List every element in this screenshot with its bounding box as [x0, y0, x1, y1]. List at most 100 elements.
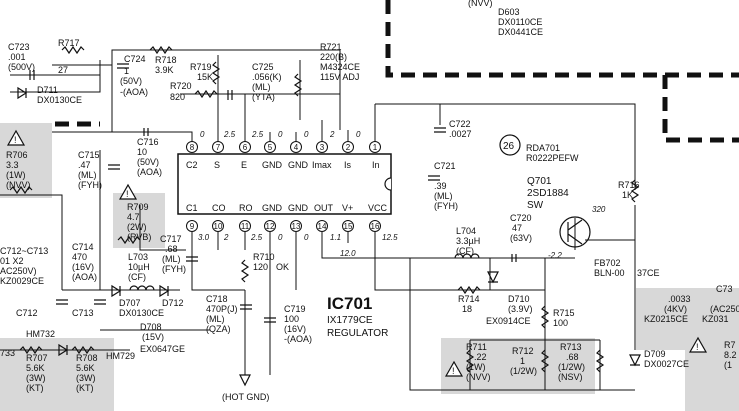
svg-text:14: 14 — [318, 222, 327, 231]
svg-text:3.0: 3.0 — [198, 233, 210, 242]
svg-text:9: 9 — [190, 222, 195, 231]
svg-text:C712~C713: C712~C713 — [0, 246, 48, 256]
svg-text:R707: R707 — [26, 353, 48, 363]
svg-text:R720: R720 — [170, 81, 192, 91]
svg-text:4.7: 4.7 — [127, 212, 140, 222]
svg-text:2.5: 2.5 — [251, 130, 264, 139]
ic-function: REGULATOR — [327, 328, 388, 339]
svg-text:KZ0029CE: KZ0029CE — [0, 276, 44, 286]
svg-text:KZ031: KZ031 — [702, 314, 729, 324]
svg-text:L703: L703 — [128, 252, 148, 262]
svg-text:C723: C723 — [8, 42, 30, 52]
svg-text:C712: C712 — [16, 308, 38, 318]
svg-text:0: 0 — [304, 233, 309, 242]
svg-text:DX0027CE: DX0027CE — [644, 359, 689, 369]
svg-text:DX0130CE: DX0130CE — [37, 95, 82, 105]
svg-text:D710: D710 — [508, 294, 530, 304]
svg-text:(AC250V: (AC250V — [710, 304, 739, 314]
svg-text:R710: R710 — [253, 252, 275, 262]
labels-top-left: C723 .001 (500V) R717 27 D711 DX0130CE C… — [8, 38, 360, 105]
svg-text:DX0130CE: DX0130CE — [119, 308, 164, 318]
svg-text:DX0441CE: DX0441CE — [498, 27, 543, 37]
svg-text:10µH: 10µH — [128, 262, 150, 272]
shade-r711-r713 — [441, 338, 595, 394]
svg-text:C720: C720 — [510, 213, 532, 223]
svg-text:(AOA): (AOA) — [72, 272, 97, 282]
svg-text:FB702: FB702 — [594, 258, 621, 268]
svg-text:Is: Is — [344, 160, 352, 170]
svg-text:E: E — [241, 160, 247, 170]
svg-text:(KT): (KT) — [26, 383, 44, 393]
svg-text:(NVV): (NVV) — [6, 180, 31, 190]
svg-text:2.5: 2.5 — [250, 233, 263, 242]
svg-text:1.1: 1.1 — [330, 233, 341, 242]
svg-text:(1/2W): (1/2W) — [558, 362, 585, 372]
svg-text:C715: C715 — [78, 150, 100, 160]
svg-text:C718: C718 — [206, 294, 228, 304]
svg-text:C719: C719 — [284, 304, 306, 314]
svg-text:16: 16 — [371, 222, 380, 231]
ic-name: IC701 — [327, 294, 372, 313]
svg-text:3: 3 — [320, 143, 325, 152]
svg-text:M4324CE: M4324CE — [320, 62, 360, 72]
ic701-notch — [384, 177, 392, 191]
svg-text:(QZA): (QZA) — [206, 324, 231, 334]
ic701-body — [177, 153, 392, 215]
svg-text:1K: 1K — [622, 190, 633, 200]
svg-text:.0027: .0027 — [449, 129, 472, 139]
svg-text:(1: (1 — [724, 360, 732, 370]
svg-text:.056(K): .056(K) — [252, 72, 282, 82]
svg-text:(63V): (63V) — [510, 233, 532, 243]
svg-text:1: 1 — [373, 143, 378, 152]
svg-text:(HOT GND): (HOT GND) — [222, 392, 269, 402]
svg-text:1: 1 — [124, 66, 129, 76]
svg-text:18: 18 — [462, 304, 472, 314]
svg-text:27: 27 — [58, 65, 68, 75]
svg-text:.39: .39 — [434, 181, 447, 191]
svg-text:(CF): (CF) — [456, 246, 474, 256]
svg-text:01 X2: 01 X2 — [0, 256, 24, 266]
svg-text:!: ! — [696, 342, 699, 352]
svg-text:(15V): (15V) — [142, 332, 164, 342]
svg-text:0: 0 — [200, 130, 205, 139]
svg-text:(RVB): (RVB) — [127, 232, 151, 242]
ic-pin-labels: C2 S E GND GND Imax Is In C1 CO RO GND G… — [186, 160, 388, 213]
ic-part: IX1779CE — [327, 315, 373, 326]
svg-text:Q701: Q701 — [527, 176, 552, 187]
svg-text:15: 15 — [344, 222, 353, 231]
svg-text:R715: R715 — [553, 308, 575, 318]
svg-text:S: S — [214, 160, 220, 170]
svg-text:D708: D708 — [140, 322, 162, 332]
svg-text:R0222PEFW: R0222PEFW — [526, 153, 579, 163]
svg-text:.001: .001 — [8, 52, 26, 62]
svg-text:(ML): (ML) — [252, 82, 271, 92]
svg-text:0: 0 — [278, 233, 283, 242]
svg-text:470P(J): 470P(J) — [206, 304, 238, 314]
svg-text:15K: 15K — [197, 72, 213, 82]
svg-text:OUT: OUT — [314, 203, 334, 213]
svg-text:RO: RO — [239, 203, 253, 213]
svg-text:(CF): (CF) — [128, 272, 146, 282]
svg-text:(ML): (ML) — [434, 191, 453, 201]
svg-text:320: 320 — [592, 205, 606, 214]
svg-text:10: 10 — [214, 222, 223, 231]
labels-right: C722 .0027 C721 .39 (ML) (FYH) RDA701 R0… — [434, 119, 739, 382]
labels-bottom-left: D707 D712 DX0130CE C712 C713 HM732 D708 … — [0, 298, 185, 393]
svg-text:5.6K: 5.6K — [76, 363, 95, 373]
component-symbols — [9, 45, 641, 387]
svg-text:V+: V+ — [342, 203, 353, 213]
svg-text:-(AOA): -(AOA) — [120, 87, 148, 97]
svg-text:C714: C714 — [72, 242, 94, 252]
svg-text:-2.2: -2.2 — [548, 251, 562, 260]
svg-text:R717: R717 — [58, 38, 80, 48]
svg-text:(FYH): (FYH) — [434, 201, 458, 211]
svg-text:(NVV): (NVV) — [466, 372, 491, 382]
svg-text:KZ0215CE: KZ0215CE — [644, 314, 688, 324]
svg-text:5.6K: 5.6K — [26, 363, 45, 373]
labels-bottom-middle: C718 470P(J) (ML) (QZA) C719 100 (16V) -… — [206, 249, 356, 402]
svg-text:(NVV): (NVV) — [468, 0, 493, 8]
svg-text:(ML): (ML) — [162, 254, 181, 264]
svg-text:R716: R716 — [618, 180, 640, 190]
svg-text:R711: R711 — [466, 342, 487, 352]
svg-text:D712: D712 — [162, 298, 184, 308]
